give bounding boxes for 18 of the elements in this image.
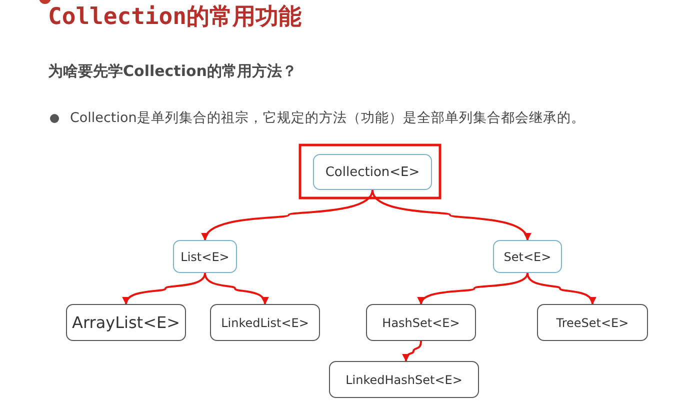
class-box: HashSet<E>: [366, 304, 476, 341]
class-box: TreeSet<E>: [537, 304, 648, 341]
arrow: [204, 272, 268, 305]
class-box: LinkedList<E>: [210, 304, 320, 341]
bullet-text: Collection是单列集合的祖宗，它规定的方法（功能）是全部单列集合都会继承的。: [70, 109, 585, 127]
heading: 为啥要先学Collection的常用方法？: [48, 62, 297, 81]
arrow: [526, 272, 596, 305]
class-box: List<E>: [173, 240, 237, 273]
title: Collection的常用功能: [48, 3, 302, 32]
arrow: [124, 272, 206, 305]
class-box: LinkedHashSet<E>: [329, 361, 479, 398]
class-box: Set<E>: [493, 240, 562, 273]
arrow: [419, 272, 528, 305]
arrow: [203, 190, 374, 241]
arrow: [402, 340, 422, 362]
class-box: ArrayList<E>: [66, 304, 186, 341]
class-box: Collection<E>: [313, 154, 432, 190]
arrow: [372, 190, 530, 241]
